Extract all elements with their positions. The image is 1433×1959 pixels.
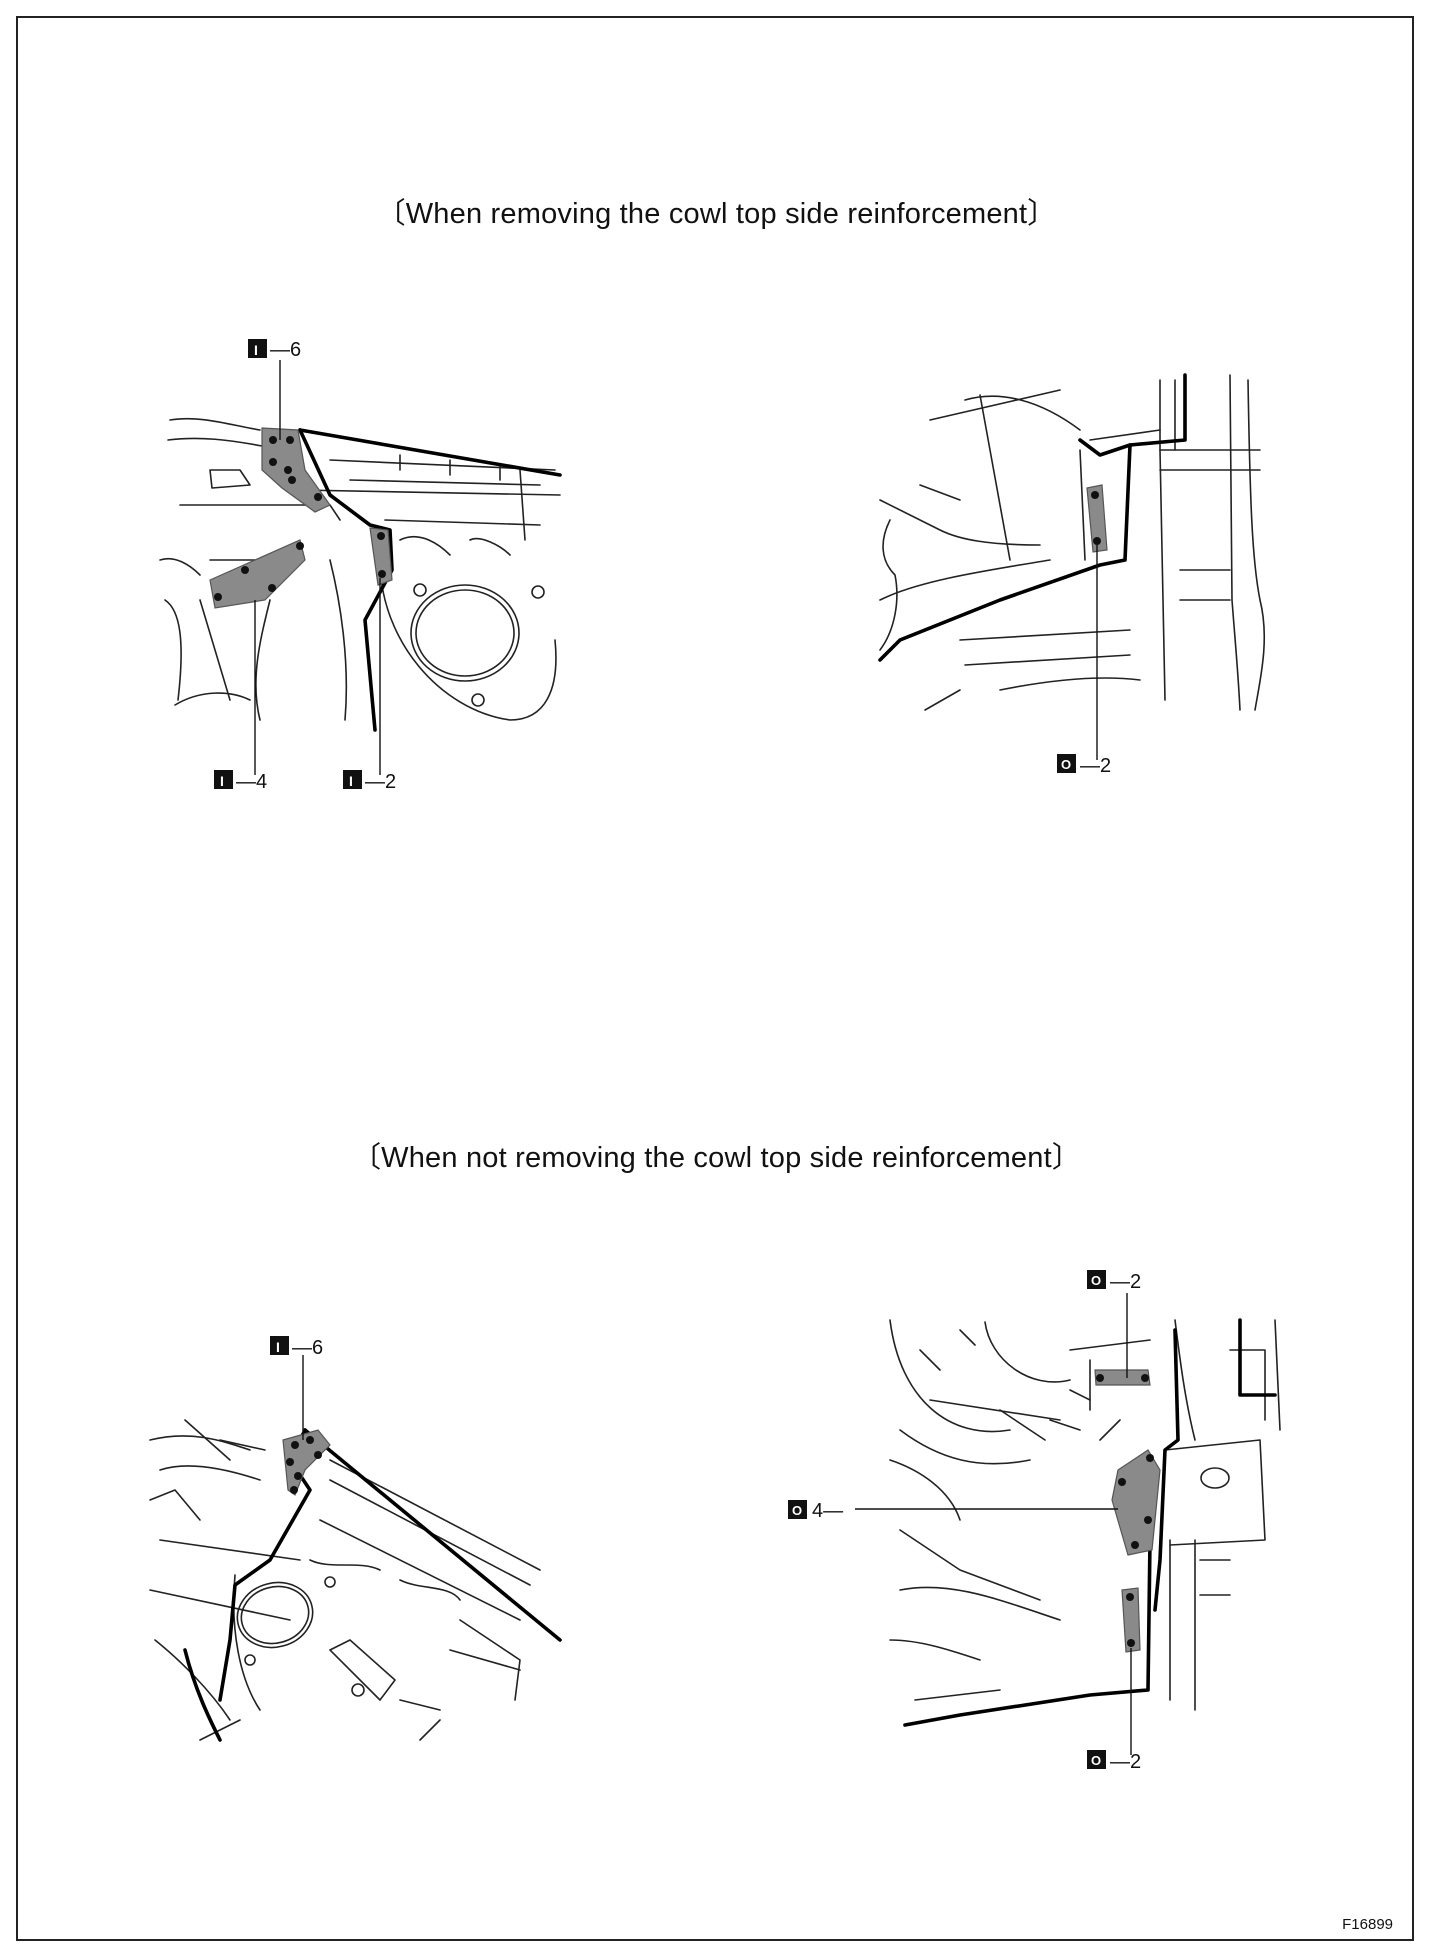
callout-fig1-i6: I —6 — [248, 339, 301, 361]
callout-count: —4 — [236, 771, 267, 793]
weld-type-letter: O — [1091, 1273, 1101, 1288]
weld-type-letter: I — [349, 773, 353, 789]
callout-fig4-o2-bottom: O —2 — [1087, 1750, 1141, 1773]
callout-count: —6 — [292, 1337, 323, 1359]
callout-fig2-o2: O —2 — [1057, 754, 1111, 777]
weld-type-letter: I — [276, 1339, 280, 1355]
weld-type-letter: O — [1061, 757, 1071, 772]
figure-code: F16899 — [1342, 1916, 1393, 1933]
weld-type-I-icon — [270, 1336, 289, 1355]
callout-fig4-o4: O 4— — [788, 1500, 843, 1522]
weld-type-O-icon — [1087, 1750, 1106, 1769]
callout-fig3-i6: I —6 — [270, 1336, 323, 1359]
weld-type-O-icon — [1087, 1270, 1106, 1289]
callout-fig4-o2-top: O —2 — [1087, 1270, 1141, 1293]
weld-type-letter: I — [254, 342, 258, 358]
figure-2-cowl-removed-right — [878, 373, 1266, 760]
callout-fig1-i2: I —2 — [343, 770, 396, 793]
weld-type-letter: I — [220, 773, 224, 789]
callout-fig1-i4: I —4 — [214, 770, 267, 793]
callout-count: —2 — [1080, 755, 1111, 777]
callout-count: —2 — [1110, 1751, 1141, 1773]
figure-1-cowl-removed-left — [159, 360, 562, 775]
weld-type-I-icon — [248, 339, 267, 358]
weld-type-letter: O — [1091, 1753, 1101, 1768]
figure-3-cowl-kept-left — [149, 1355, 562, 1742]
callout-count: —2 — [365, 771, 396, 793]
weld-type-O-icon — [1057, 754, 1076, 773]
callout-count: —2 — [1110, 1271, 1141, 1293]
section-heading-not-removing: 〔When not removing the cowl top side rei… — [351, 1142, 1082, 1174]
weld-type-I-icon — [214, 770, 233, 789]
callout-count: 4— — [812, 1500, 843, 1522]
weld-type-O-icon — [788, 1500, 807, 1519]
figure-4-cowl-kept-right — [855, 1293, 1281, 1755]
callout-count: —6 — [270, 339, 301, 361]
weld-type-letter: O — [792, 1503, 802, 1518]
section-heading-removing: 〔When removing the cowl top side reinfor… — [376, 198, 1057, 230]
weld-type-I-icon — [343, 770, 362, 789]
page-frame — [16, 16, 1414, 1941]
